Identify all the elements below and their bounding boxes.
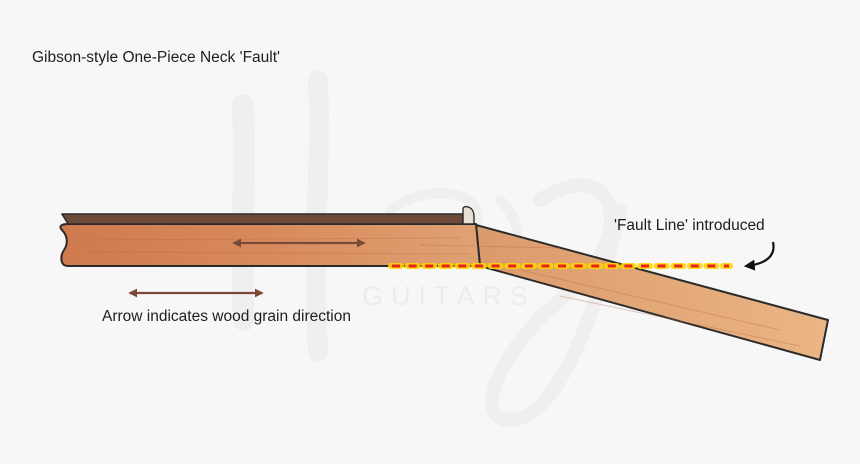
watermark-text: GUITARS <box>362 281 537 311</box>
fault-line-label: 'Fault Line' introduced <box>614 217 765 234</box>
fretboard <box>61 213 464 225</box>
fault-pointer-arrow <box>743 241 775 271</box>
wood-grain-texture <box>79 237 801 347</box>
nut <box>462 205 475 225</box>
neck-shaft <box>59 223 481 267</box>
grain-direction-label: Arrow indicates wood grain direction <box>102 308 351 325</box>
diagram-title: Gibson-style One-Piece Neck 'Fault' <box>32 49 280 66</box>
